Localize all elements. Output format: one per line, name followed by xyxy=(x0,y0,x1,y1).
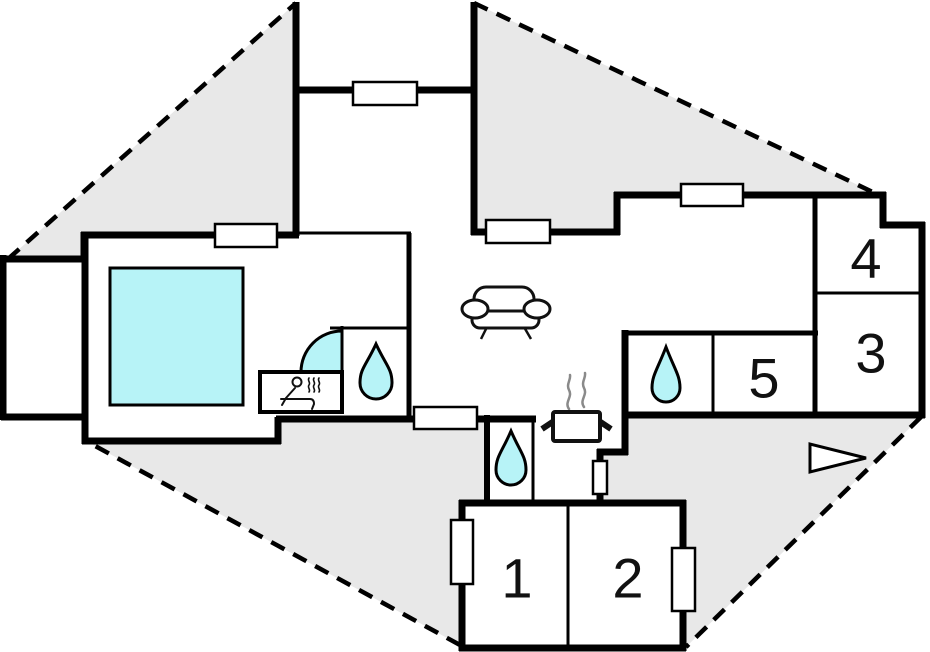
window-kitchen-terrace xyxy=(591,459,609,496)
window-hall-south xyxy=(412,405,479,431)
sofa-icon xyxy=(460,298,490,320)
room-label-4: 4 xyxy=(850,227,881,290)
terrace-bottom-left-dashed-edge xyxy=(84,439,462,647)
stove-steam-icon xyxy=(581,371,587,409)
window-hall-northwest xyxy=(484,218,552,245)
stove-icon xyxy=(551,410,602,443)
sofa-icon xyxy=(470,309,541,330)
stove-steam-icon xyxy=(566,373,572,411)
window-pool-north xyxy=(213,222,279,249)
terrace-bottom-right xyxy=(600,417,921,647)
room-label-1: 1 xyxy=(501,547,532,610)
terrace-bottom-right-dashed-edge xyxy=(684,415,923,649)
room-label-5: 5 xyxy=(748,347,779,410)
droplet-pool-bath-icon xyxy=(358,340,394,401)
sauna-person-icon xyxy=(291,376,303,388)
room-label-3: 3 xyxy=(855,322,886,385)
window-room1-west xyxy=(449,518,475,586)
window-hall-northeast xyxy=(679,182,745,208)
terrace-top-right xyxy=(474,3,879,232)
terrace-bottom-left xyxy=(86,419,487,645)
window-room2-east xyxy=(670,546,697,613)
terrace-top-left-dashed-edge xyxy=(6,1,298,261)
window-entry-north xyxy=(351,80,419,107)
room-label-2: 2 xyxy=(612,547,643,610)
sofa-icon xyxy=(522,298,552,320)
droplet-bath-5-icon xyxy=(650,342,682,404)
direction-arrow-icon xyxy=(808,442,867,474)
sauna-person-icon xyxy=(280,387,315,410)
pool xyxy=(108,266,245,407)
droplet-wc-icon xyxy=(494,427,528,487)
sauna xyxy=(258,370,344,414)
sauna-steam-icon xyxy=(307,377,321,393)
